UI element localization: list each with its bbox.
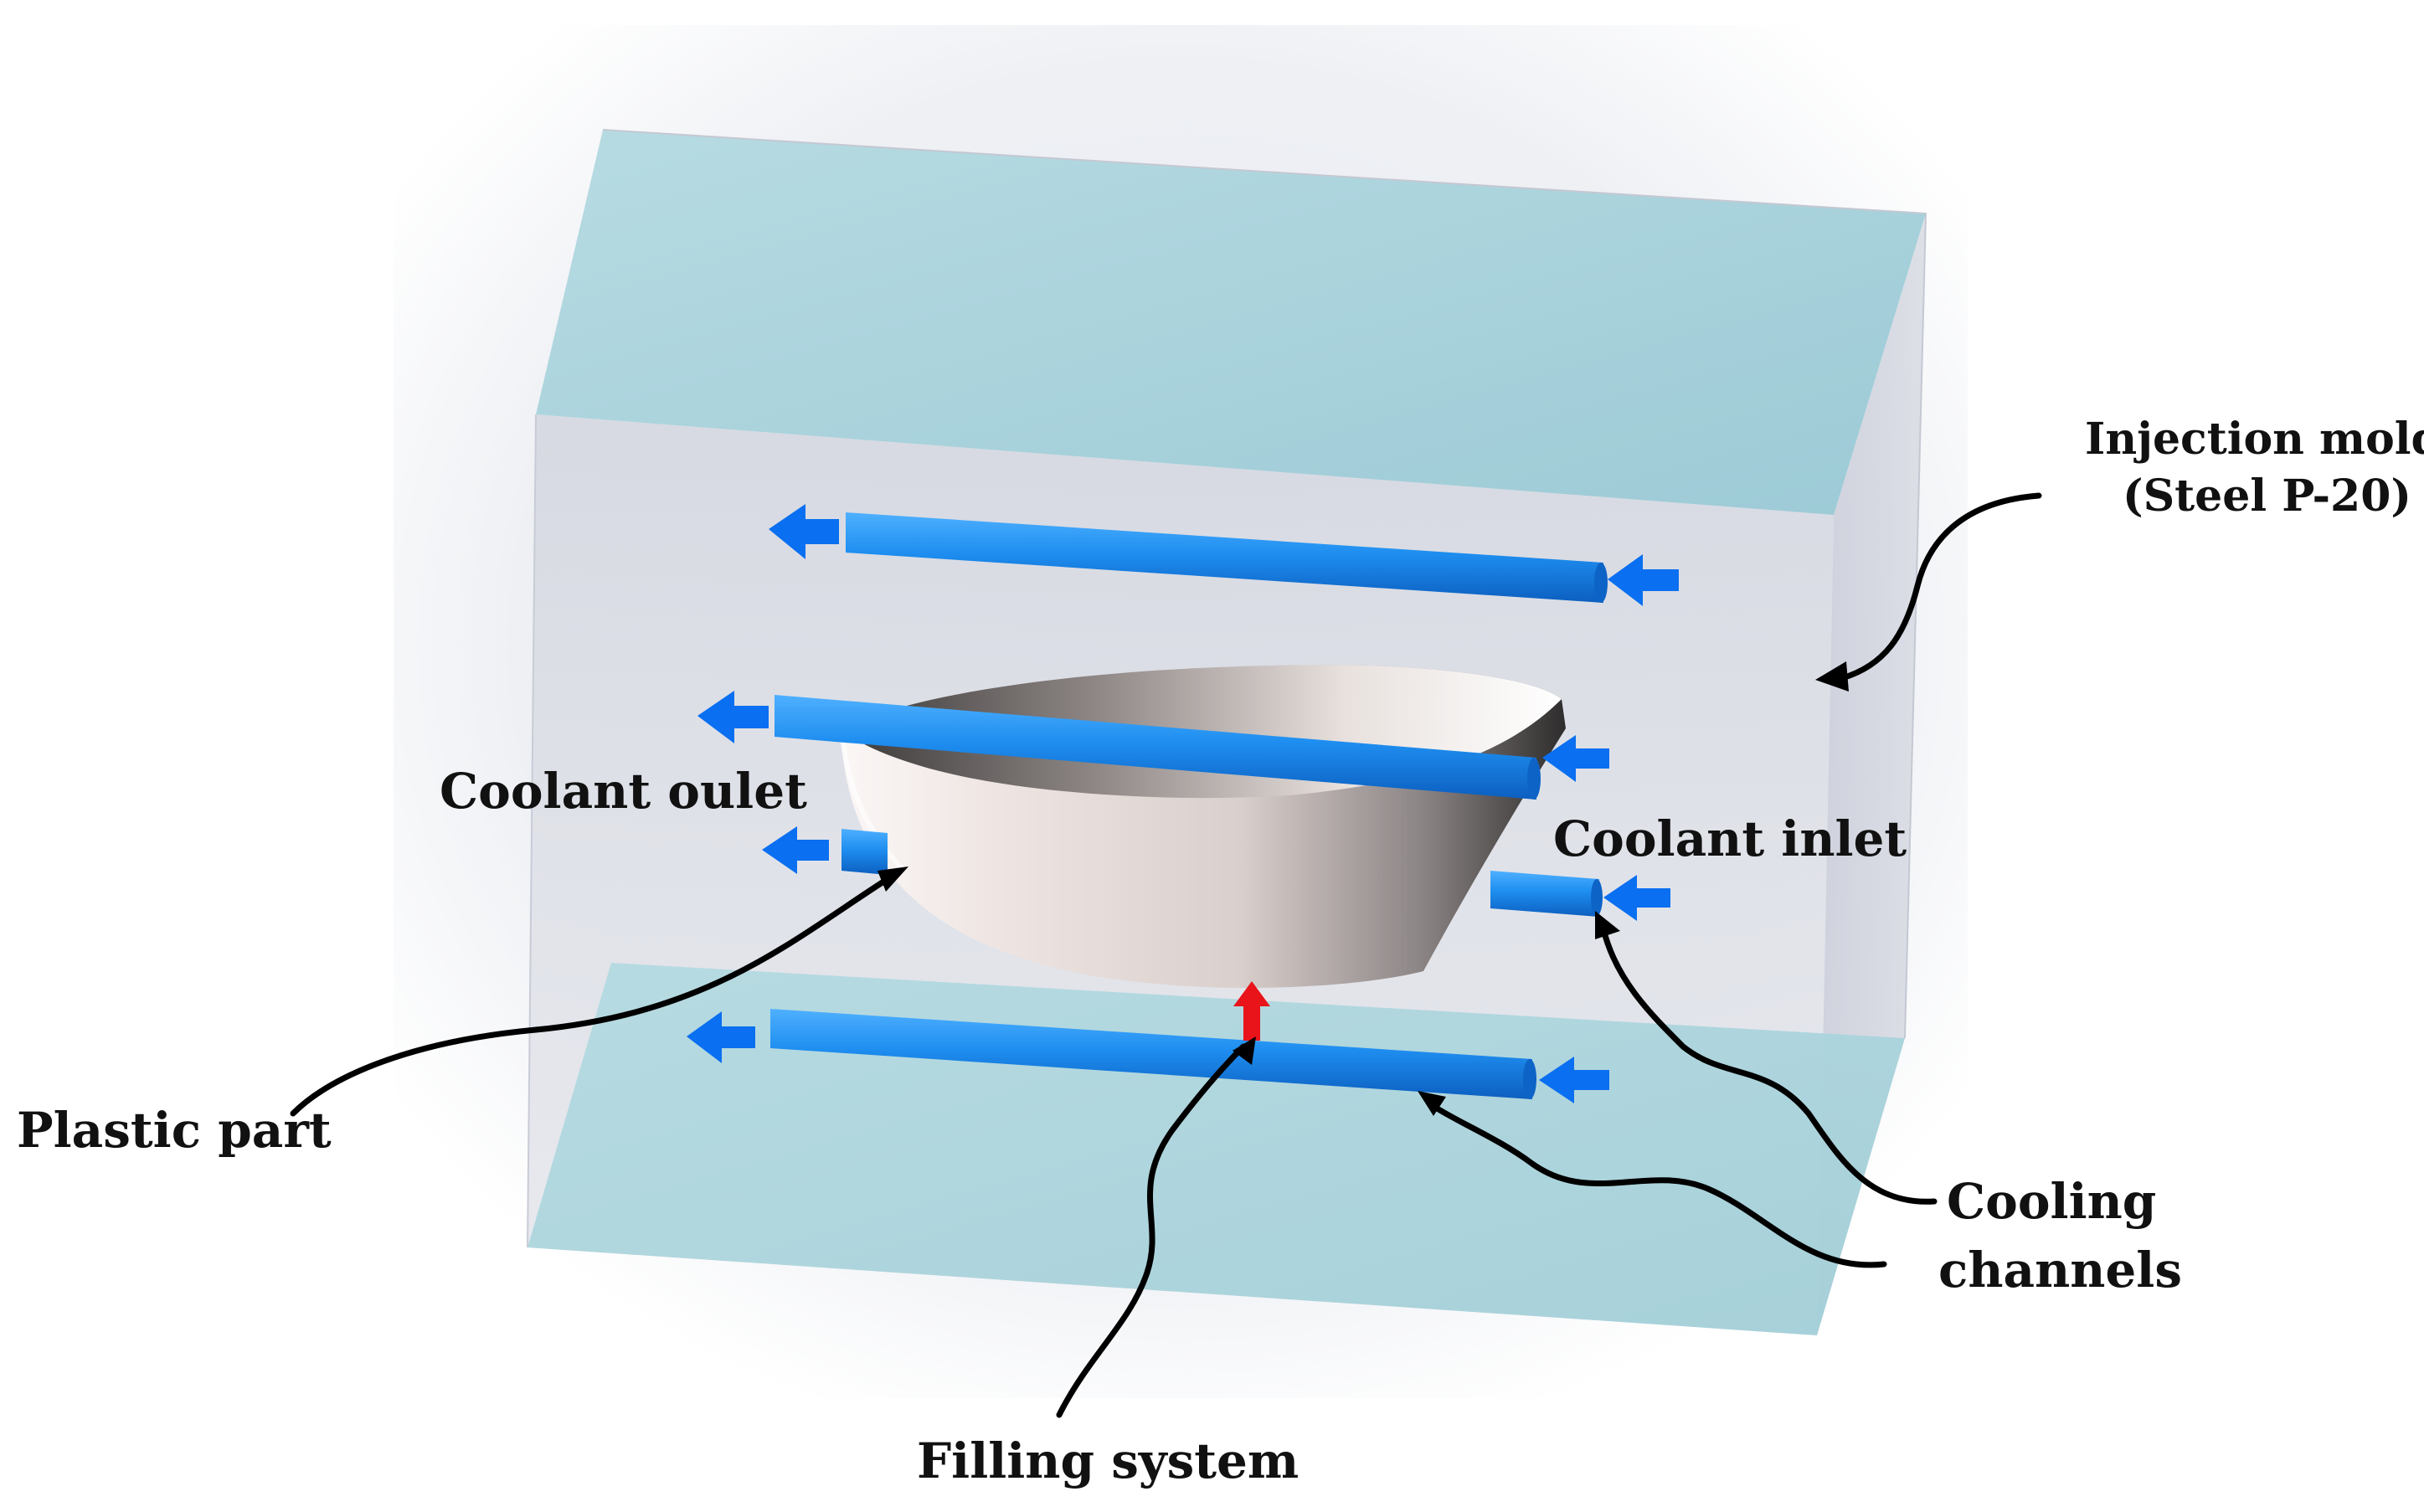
label-filling-system: Filling system bbox=[917, 1432, 1299, 1489]
arrowhead-icon bbox=[1418, 1091, 1446, 1116]
label-coolant-inlet: Coolant inlet bbox=[1553, 810, 1907, 867]
left-arrow-icon bbox=[762, 826, 829, 874]
cooling-channel-1 bbox=[769, 504, 1679, 606]
arrowhead-icon bbox=[1233, 1036, 1256, 1065]
bottom-plate bbox=[528, 963, 1905, 1335]
left-arrow-icon bbox=[1542, 735, 1609, 782]
label-cooling: Cooling bbox=[1947, 1173, 2156, 1230]
leader-cooling-channel-a bbox=[1600, 926, 1938, 1205]
label-coolant-outlet: Coolant oulet bbox=[440, 763, 807, 820]
leader-filling-system bbox=[1056, 1043, 1247, 1418]
label-channels: channels bbox=[1938, 1242, 2182, 1299]
left-arrow-icon bbox=[1603, 875, 1670, 921]
left-arrow-icon bbox=[687, 1011, 755, 1063]
arrowhead-icon bbox=[877, 867, 908, 892]
top-plate bbox=[536, 130, 1926, 515]
cooling-channel-4 bbox=[687, 1009, 1609, 1103]
arrowhead-icon bbox=[1595, 911, 1620, 939]
leader-injection-mold bbox=[1839, 492, 2042, 681]
left-arrow-icon bbox=[769, 504, 839, 559]
leader-cooling-channel-b bbox=[1428, 1102, 1887, 1268]
cooling-channel-3 bbox=[762, 826, 1670, 921]
up-arrow-icon bbox=[1233, 981, 1270, 1041]
label-injection-mold-material: (Steel P-20) bbox=[2123, 471, 2411, 522]
leader-arrowheads bbox=[877, 661, 1849, 1116]
left-arrow-icon bbox=[1539, 1057, 1609, 1103]
label-plastic-part: Plastic part bbox=[17, 1102, 332, 1159]
left-arrow-icon bbox=[1608, 554, 1679, 606]
arrowhead-icon bbox=[1815, 661, 1849, 692]
leader-lines bbox=[290, 492, 2042, 1418]
label-injection-mold: Injection mold bbox=[2085, 414, 2424, 465]
filling-system-arrow bbox=[1233, 981, 1270, 1041]
cooling-channel-2 bbox=[697, 691, 1609, 800]
leader-plastic-part bbox=[290, 876, 891, 1117]
left-arrow-icon bbox=[697, 691, 769, 743]
